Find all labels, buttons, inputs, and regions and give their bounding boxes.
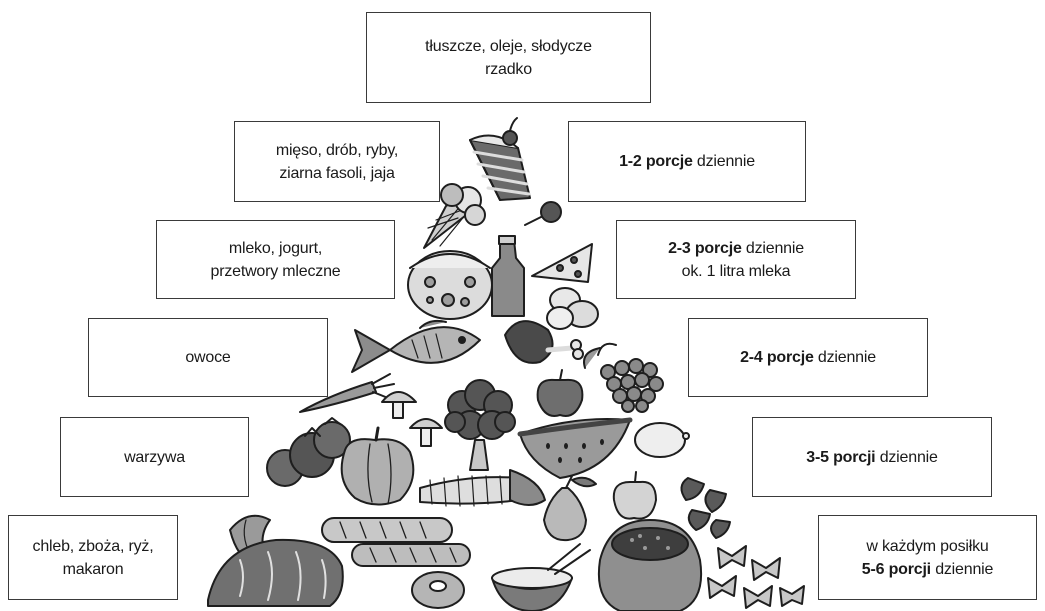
pear-icon bbox=[544, 476, 596, 540]
tier-vegetables-servings: 3-5 porcji dziennie bbox=[752, 417, 992, 497]
tier-food-line1: owoce bbox=[185, 346, 230, 369]
tomato-icon bbox=[267, 418, 350, 486]
servings-frequency: dziennie bbox=[935, 561, 993, 578]
tier-grains-servings: w każdym posiłku 5-6 porcji dziennie bbox=[818, 515, 1037, 600]
tier-food-line1: mleko, jogurt, bbox=[229, 237, 322, 260]
apple-icon bbox=[614, 472, 656, 519]
tier-food-line1: tłuszcze, oleje, słodycze bbox=[425, 35, 592, 58]
servings-line: 5-6 porcji dziennie bbox=[862, 558, 993, 581]
pepper-icon bbox=[342, 428, 414, 505]
servings-frequency: dziennie bbox=[746, 240, 804, 257]
eggs-icon bbox=[547, 288, 598, 329]
tier-protein-servings: 1-2 porcje dziennie bbox=[568, 121, 806, 202]
servings-note: w każdym posiłku bbox=[866, 535, 988, 558]
servings-line: 2-4 porcje dziennie bbox=[740, 346, 876, 369]
servings-frequency: dziennie bbox=[697, 153, 755, 170]
tier-dairy-servings: 2-3 porcje dziennie ok. 1 litra mleka bbox=[616, 220, 856, 299]
lemon-icon bbox=[635, 423, 689, 457]
tier-vegetables-label: warzywa bbox=[60, 417, 249, 497]
fish-icon bbox=[352, 321, 480, 372]
tier-food-line2: makaron bbox=[63, 558, 124, 581]
bread-loaf-icon bbox=[208, 540, 343, 606]
tier-grains-label: chleb, zboża, ryż, makaron bbox=[8, 515, 178, 600]
lollipop-icon bbox=[525, 202, 561, 225]
strawberry-icon bbox=[681, 478, 730, 538]
watermelon-icon bbox=[520, 419, 630, 478]
servings-note: ok. 1 litra mleka bbox=[682, 260, 791, 283]
bagel-icon bbox=[412, 572, 464, 608]
corn-icon bbox=[420, 470, 545, 506]
baguette-icon bbox=[322, 518, 470, 566]
servings-count: 3-5 porcji bbox=[806, 449, 875, 466]
servings-count: 5-6 porcji bbox=[862, 561, 931, 578]
servings-line: 2-3 porcje dziennie bbox=[668, 237, 804, 260]
grain-sack-icon bbox=[599, 520, 701, 611]
tier-food-line2: ziarna fasoli, jaja bbox=[279, 162, 394, 185]
rice-bowl-icon bbox=[492, 544, 590, 611]
broccoli-icon bbox=[445, 380, 515, 470]
grapes-icon bbox=[584, 344, 663, 412]
servings-line: 1-2 porcje dziennie bbox=[619, 150, 755, 173]
tier-fats-sweets-label: tłuszcze, oleje, słodycze rzadko bbox=[366, 12, 651, 103]
servings-count: 2-3 porcje bbox=[668, 240, 742, 257]
servings-frequency: dziennie bbox=[880, 449, 938, 466]
tier-food-line2: rzadko bbox=[485, 58, 532, 81]
chicken-leg-icon bbox=[505, 321, 583, 363]
tier-fruit-servings: 2-4 porcje dziennie bbox=[688, 318, 928, 397]
tier-fruit-label: owoce bbox=[88, 318, 328, 397]
tier-protein-label: mięso, drób, ryby, ziarna fasoli, jaja bbox=[234, 121, 440, 202]
tier-food-line1: mięso, drób, ryby, bbox=[276, 139, 398, 162]
cheese-icon bbox=[408, 251, 492, 319]
tier-food-line1: warzywa bbox=[124, 446, 185, 469]
servings-count: 2-4 porcje bbox=[740, 349, 814, 366]
tier-food-line2: przetwory mleczne bbox=[211, 260, 341, 283]
tier-dairy-label: mleko, jogurt, przetwory mleczne bbox=[156, 220, 395, 299]
servings-frequency: dziennie bbox=[818, 349, 876, 366]
pasta-icon bbox=[708, 546, 804, 608]
servings-line: 3-5 porcji dziennie bbox=[806, 446, 937, 469]
cake-icon bbox=[470, 118, 530, 200]
mushroom-icon bbox=[382, 392, 442, 446]
milk-bottle-icon bbox=[492, 236, 524, 316]
pizza-slice-icon bbox=[532, 244, 592, 282]
servings-count: 1-2 porcje bbox=[619, 153, 693, 170]
apple-icon bbox=[538, 370, 583, 416]
tier-food-line1: chleb, zboża, ryż, bbox=[33, 535, 154, 558]
